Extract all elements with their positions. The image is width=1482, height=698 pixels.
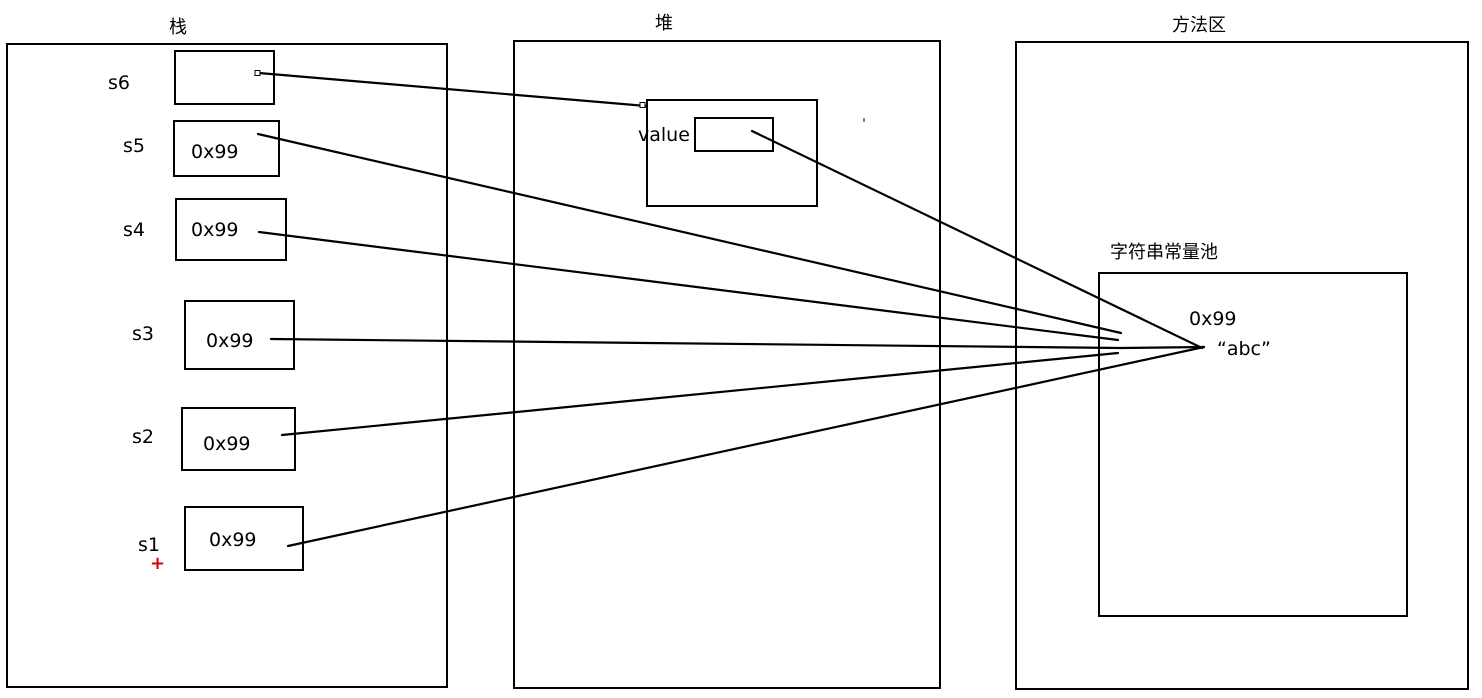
ref-line-s5-to-pool <box>256 132 1123 335</box>
var-label-s3: s3 <box>132 323 154 345</box>
var-cell-s1: 0x99 <box>184 506 304 571</box>
var-cell-s4: 0x99 <box>175 198 287 261</box>
var-label-s4: s4 <box>123 219 145 241</box>
method-area-region <box>1015 41 1469 690</box>
ref-line-s3-to-pool <box>269 337 1123 350</box>
var-cell-s5: 0x99 <box>173 120 280 177</box>
method-area-title: 方法区 <box>1172 15 1226 36</box>
heap-pointer-anchor <box>639 102 646 108</box>
string-pool-address: 0x99 <box>1189 308 1237 330</box>
heap-field-label: value <box>638 124 690 146</box>
var-value-s3: 0x99 <box>206 330 254 352</box>
stack-region <box>6 43 448 688</box>
var-label-s1: s1 <box>138 534 160 556</box>
var-label-s6: s6 <box>108 72 130 94</box>
string-pool-literal: “abc” <box>1217 338 1271 360</box>
var-cell-s6 <box>174 50 275 105</box>
heap-title: 堆 <box>655 13 673 34</box>
heap-string-object <box>646 99 818 207</box>
ref-line-pool-join <box>1119 345 1206 350</box>
string-pool-title: 字符串常量池 <box>1110 242 1218 263</box>
var-value-s5: 0x99 <box>191 141 239 163</box>
heap-region <box>513 40 941 689</box>
s6-pointer-anchor <box>254 70 261 76</box>
red-plus-marker: + <box>150 553 166 574</box>
var-label-s5: s5 <box>123 135 145 157</box>
ref-line-s6-to-heap <box>257 71 648 108</box>
string-pool-box <box>1098 272 1408 617</box>
var-value-s4: 0x99 <box>191 219 239 241</box>
ref-line-value-to-pool <box>750 129 1204 350</box>
var-value-s1: 0x99 <box>209 529 257 551</box>
var-cell-s3: 0x99 <box>184 300 295 370</box>
ref-line-s1-to-pool <box>286 345 1206 548</box>
ref-line-s2-to-pool <box>280 351 1120 437</box>
var-label-s2: s2 <box>132 426 154 448</box>
heap-value-field <box>694 117 774 152</box>
var-cell-s2: 0x99 <box>181 407 296 471</box>
ref-line-s4-to-pool <box>257 230 1120 342</box>
var-value-s2: 0x99 <box>203 433 251 455</box>
stack-title: 栈 <box>169 17 187 38</box>
